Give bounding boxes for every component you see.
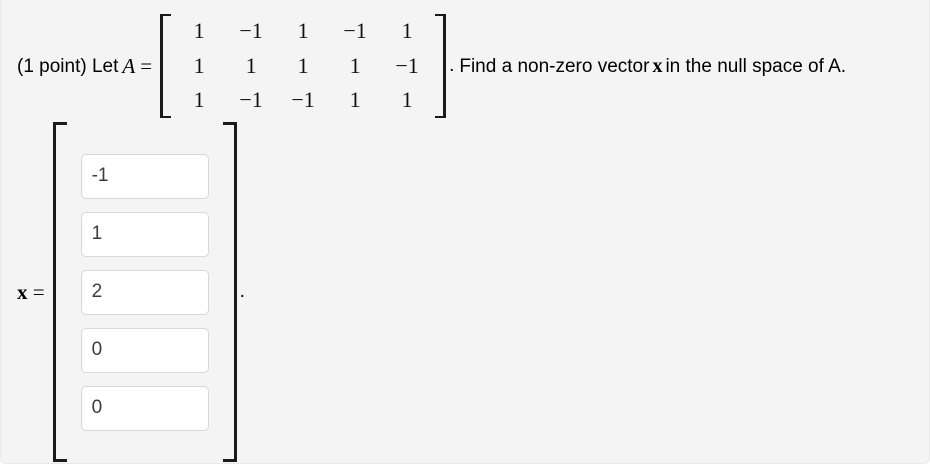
- points-label: (1 point) Let: [17, 55, 119, 77]
- problem-panel: (1 point) Let A = 1 −1 1 −1 1 1 1 1 1 −1…: [0, 0, 930, 464]
- matrix-a: 1 −1 1 −1 1 1 1 1 1 −1 1 −1 −1 1 1: [160, 14, 447, 118]
- answer-input-x4[interactable]: [80, 327, 209, 373]
- matrix-cell-r2c4: 1: [349, 52, 361, 78]
- matrix-name-a: A: [122, 53, 136, 78]
- matrix-cell-r1c1: 1: [193, 18, 205, 44]
- matrix-cell-r1c4: −1: [343, 18, 367, 44]
- statement-sentence-part-2: in the null space of A.: [665, 55, 847, 77]
- answer-trailing-period: .: [239, 281, 245, 302]
- answer-input-x3[interactable]: [80, 269, 209, 315]
- matrix-a-grid: 1 −1 1 −1 1 1 1 1 1 −1 1 −1 −1 1 1: [173, 14, 433, 118]
- matrix-cell-r2c5: −1: [395, 52, 419, 78]
- answer-input-x1[interactable]: [80, 153, 209, 199]
- vector-input-list: [67, 122, 223, 462]
- matrix-right-bracket-icon: [435, 14, 447, 118]
- matrix-cell-r3c2: −1: [239, 87, 263, 113]
- matrix-cell-r1c5: 1: [401, 18, 413, 44]
- answer-label-equals: =: [32, 279, 45, 304]
- answer-vector-row: x = .: [17, 122, 245, 462]
- matrix-trailing-period: .: [449, 55, 455, 76]
- statement-sentence-part-1: Find a non-zero vector: [459, 55, 650, 77]
- vector-symbol-x: x: [652, 54, 663, 77]
- matrix-cell-r1c3: 1: [297, 18, 309, 44]
- matrix-left-bracket-icon: [160, 14, 172, 118]
- matrix-cell-r2c2: 1: [245, 52, 257, 78]
- equals-sign: =: [140, 53, 153, 78]
- answer-label-x-equals: x =: [17, 280, 45, 305]
- matrix-cell-r3c1: 1: [193, 87, 205, 113]
- answer-input-x2[interactable]: [80, 211, 209, 257]
- vector-right-bracket-icon: [222, 122, 237, 462]
- answer-label-symbol: x: [17, 279, 28, 304]
- matrix-cell-r3c3: −1: [291, 87, 315, 113]
- answer-input-x5[interactable]: [80, 385, 209, 431]
- answer-vector-group: [52, 122, 237, 462]
- matrix-cell-r3c4: 1: [349, 87, 361, 113]
- matrix-cell-r1c2: −1: [239, 18, 263, 44]
- matrix-cell-r2c1: 1: [193, 52, 205, 78]
- matrix-cell-r2c3: 1: [297, 52, 309, 78]
- question-statement: (1 point) Let A = 1 −1 1 −1 1 1 1 1 1 −1…: [17, 14, 846, 118]
- matrix-cell-r3c5: 1: [401, 87, 413, 113]
- vector-left-bracket-icon: [52, 122, 67, 462]
